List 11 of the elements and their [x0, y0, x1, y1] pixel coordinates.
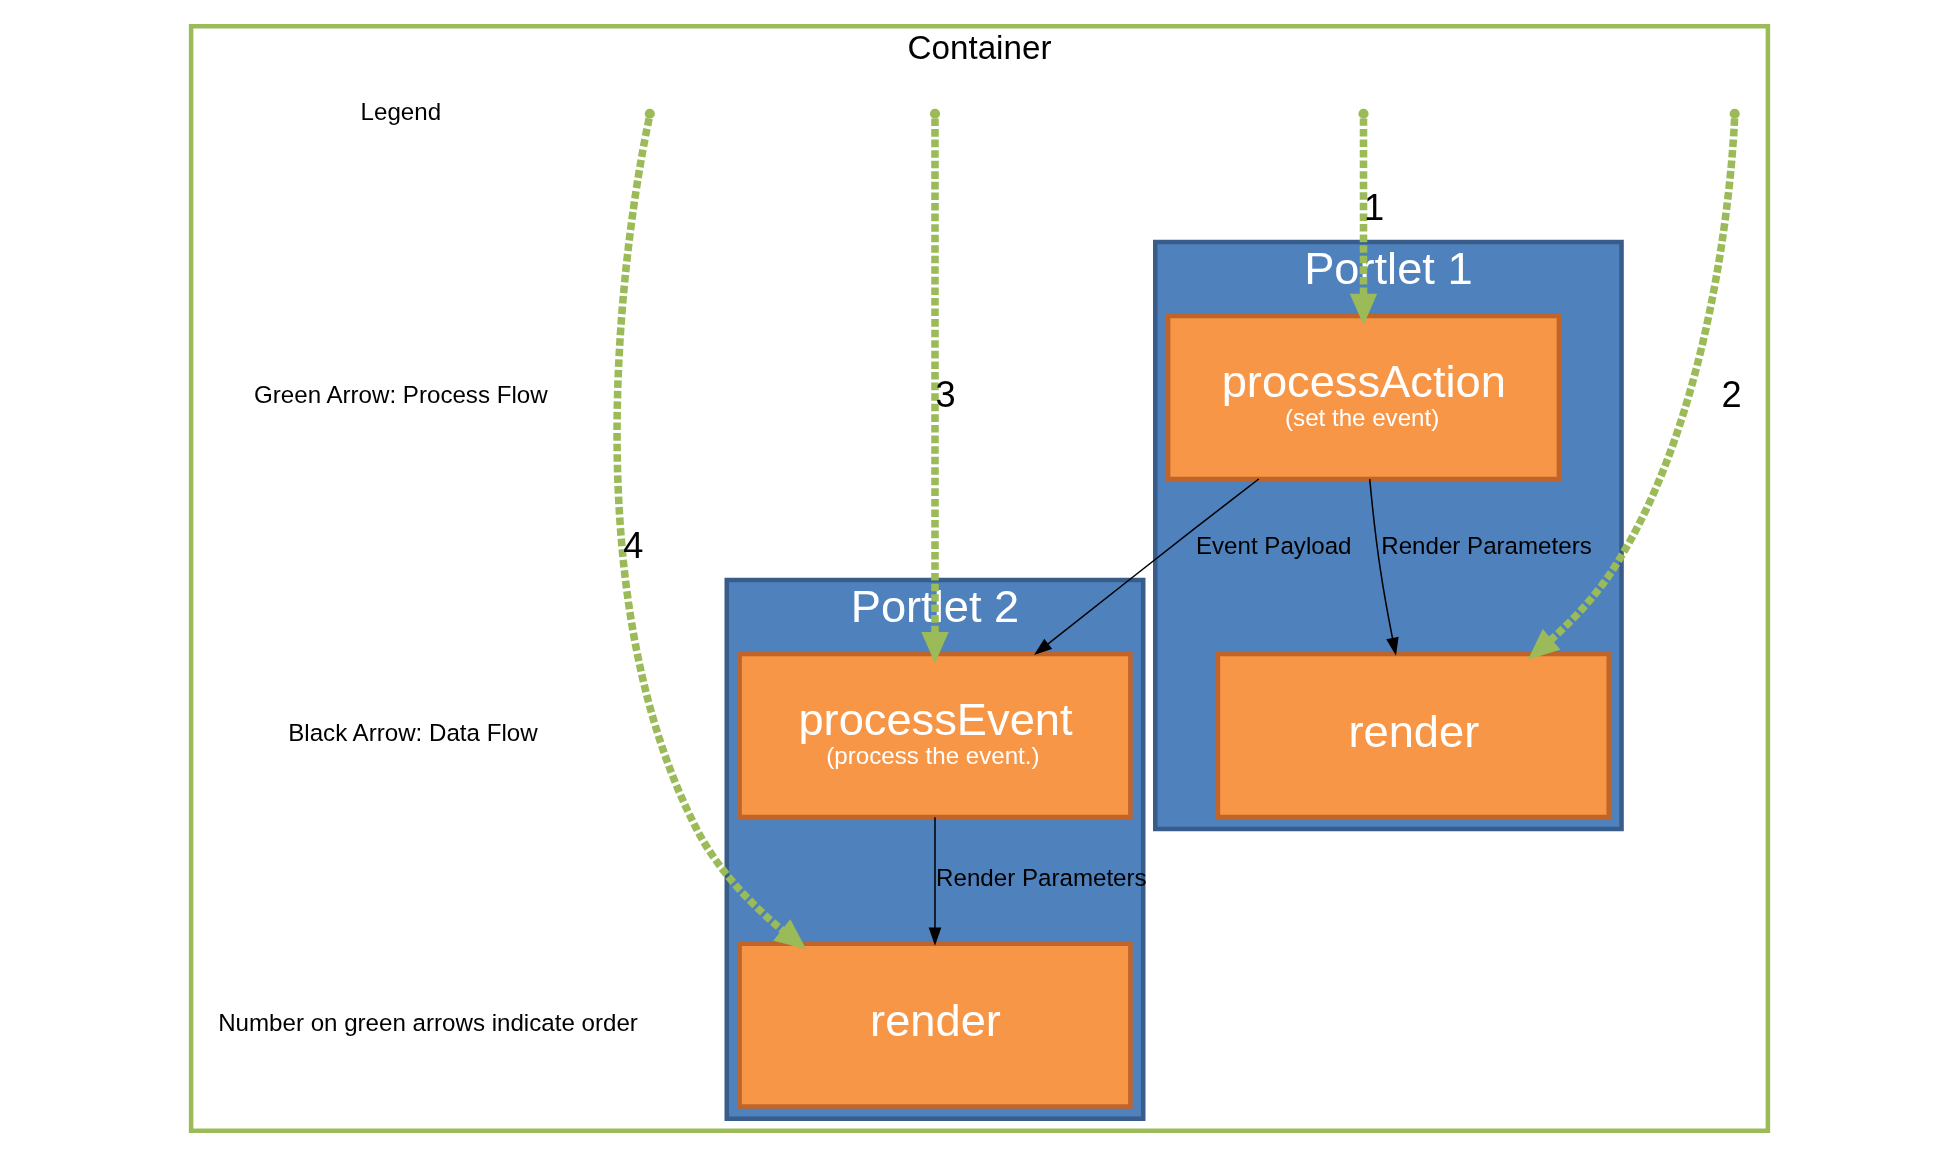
legend-label: Black Arrow: Data Flow: [287, 719, 538, 747]
edge-label: 3: [934, 373, 956, 415]
label: Number on green arrows indicate order: [217, 1008, 638, 1036]
edge-label: 2: [1721, 373, 1742, 415]
label: Legend: [360, 97, 441, 125]
edge-label: 1: [1363, 186, 1384, 228]
edge-label: Render Parameters: [935, 864, 1147, 892]
edge-label: 4: [622, 524, 643, 566]
edge-label: Event Payload: [1195, 532, 1352, 560]
edge-label: Render Parameters: [1380, 532, 1592, 560]
legend-label: Green Arrow: Process Flow: [253, 381, 548, 409]
